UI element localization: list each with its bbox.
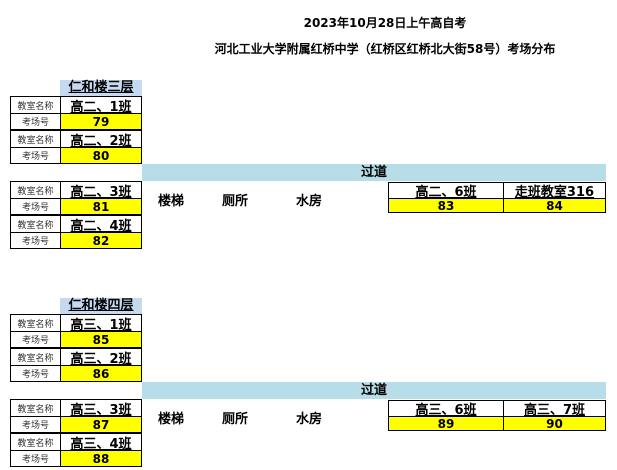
class-name: 高三、3班 [60, 399, 142, 418]
exam-no-label: 考场号 [10, 416, 61, 433]
class-name: 高二、4班 [60, 215, 142, 234]
class-name: 高三、1班 [60, 314, 142, 333]
exam-room-number: 86 [60, 365, 142, 382]
building-floor-header: 仁和楼三层 [60, 80, 142, 96]
exam-room-number: 79 [60, 113, 142, 130]
exam-room-number: 83 [388, 198, 504, 213]
exam-room-number: 80 [60, 147, 142, 164]
corridor-bar: 过道 [142, 382, 606, 399]
room-name-label: 教室名称 [10, 215, 61, 233]
room-name-label: 教室名称 [10, 399, 61, 417]
room-name-label: 教室名称 [10, 130, 61, 148]
corridor-bar: 过道 [142, 164, 606, 181]
exam-no-label: 考场号 [10, 147, 61, 164]
room-name-label: 教室名称 [10, 181, 61, 199]
exam-room-number: 84 [503, 198, 606, 213]
class-name: 高二、2班 [60, 130, 142, 149]
class-name: 高二、1班 [60, 96, 142, 115]
exam-no-label: 考场号 [10, 365, 61, 382]
exam-room-number: 90 [503, 416, 606, 431]
class-name: 高三、4班 [60, 433, 142, 452]
class-name: 高三、2班 [60, 348, 142, 367]
room-name-label: 教室名称 [10, 96, 61, 114]
page-subtitle: 河北工业大学附属红桥中学（红桥区红桥北大街58号）考场分布 [214, 42, 556, 56]
class-name: 走班教室316 [503, 182, 606, 200]
toilet-label: 厕所 [222, 412, 249, 427]
water-room-label: 水房 [296, 412, 323, 427]
stairs-label: 楼梯 [158, 194, 185, 209]
exam-no-label: 考场号 [10, 232, 61, 249]
exam-room-number: 82 [60, 232, 142, 249]
class-name: 高二、6班 [388, 182, 504, 200]
exam-room-number: 88 [60, 450, 142, 467]
class-name: 高二、3班 [60, 181, 142, 200]
room-name-label: 教室名称 [10, 433, 61, 451]
class-name: 高三、6班 [388, 400, 504, 418]
exam-no-label: 考场号 [10, 113, 61, 130]
room-name-label: 教室名称 [10, 314, 61, 332]
toilet-label: 厕所 [222, 194, 249, 209]
exam-no-label: 考场号 [10, 450, 61, 467]
exam-room-number: 81 [60, 198, 142, 215]
water-room-label: 水房 [296, 194, 323, 209]
page-title: 2023年10月28日上午高自考 [303, 16, 467, 30]
exam-room-number: 89 [388, 416, 504, 431]
stairs-label: 楼梯 [158, 412, 185, 427]
room-name-label: 教室名称 [10, 348, 61, 366]
exam-no-label: 考场号 [10, 198, 61, 215]
exam-no-label: 考场号 [10, 331, 61, 348]
class-name: 高三、7班 [503, 400, 606, 418]
exam-room-number: 87 [60, 416, 142, 433]
exam-room-number: 85 [60, 331, 142, 348]
building-floor-header: 仁和楼四层 [60, 298, 142, 314]
